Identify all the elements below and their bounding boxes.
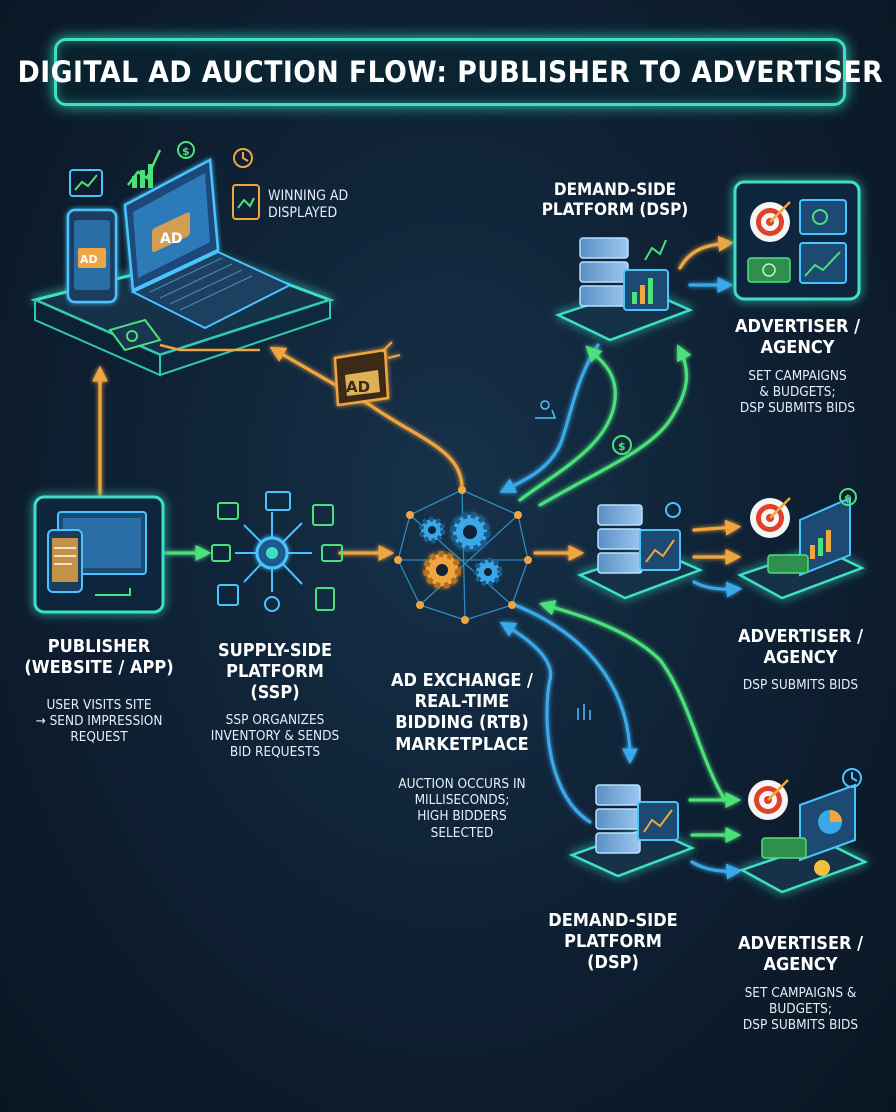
advertiser-top-description: SET CAMPAIGNS & BUDGETS; DSP SUBMITS BID… bbox=[715, 368, 880, 417]
advertiser-mid-line1: ADVERTISER / bbox=[737, 626, 864, 647]
ad-badge: AD bbox=[333, 341, 401, 407]
publisher-description: USER VISITS SITE → SEND IMPRESSION REQUE… bbox=[8, 697, 190, 746]
ssp-name-line3: (SSP) bbox=[250, 682, 300, 704]
arrow-exchange-to-display bbox=[269, 346, 464, 490]
screen-ad-label: AD bbox=[160, 231, 182, 247]
arrow-dsp-mid-to-adv-1 bbox=[692, 519, 742, 536]
dsp-bottom-name: DEMAND-SIDE PLATFORM (DSP) bbox=[548, 910, 678, 974]
arrow-dsp-mid-to-adv-3 bbox=[692, 580, 743, 598]
arrow-dsp-bottom-to-exchange bbox=[499, 621, 592, 824]
dsp-bottom-line2: PLATFORM bbox=[564, 931, 662, 953]
exchange-desc-line3: HIGH BIDDERS bbox=[417, 808, 507, 825]
exchange-name-line2: REAL-TIME bbox=[414, 691, 510, 713]
coin-icon: $ bbox=[612, 435, 632, 455]
advertiser-bottom-line1: ADVERTISER / bbox=[737, 933, 864, 954]
arrow-dsp-bottom-to-adv-3 bbox=[690, 860, 743, 880]
exchange-desc-line4: SELECTED bbox=[430, 824, 494, 841]
advertiser-bottom-desc-line3: DSP SUBMITS BIDS bbox=[742, 1017, 859, 1034]
publisher-name: PUBLISHER (WEBSITE / APP) bbox=[8, 636, 190, 678]
display-device-illustration: AD AD $ bbox=[30, 141, 335, 377]
bid-hand-icon bbox=[535, 400, 557, 419]
dsp-top-name: DEMAND-SIDE PLATFORM (DSP) bbox=[535, 180, 695, 220]
advertiser-top-desc-line1: SET CAMPAIGNS bbox=[748, 368, 847, 384]
svg-text:$: $ bbox=[618, 440, 626, 453]
winning-ad-line1: WINNING AD bbox=[268, 188, 349, 204]
exchange-name: AD EXCHANGE / REAL-TIME BIDDING (RTB) MA… bbox=[370, 670, 554, 755]
advertiser-top-desc-line3: DSP SUBMITS BIDS bbox=[739, 400, 856, 417]
arrow-dsp-top-loop-green bbox=[518, 345, 617, 502]
screen-ad-box bbox=[152, 212, 190, 253]
dsp-top-line1: DEMAND-SIDE bbox=[553, 180, 677, 200]
arrow-exchange-to-dsp-top-green bbox=[538, 344, 692, 507]
dsp-top-line2: PLATFORM (DSP) bbox=[541, 200, 689, 221]
ssp-description: SSP ORGANIZES INVENTORY & SENDS BID REQU… bbox=[190, 712, 360, 761]
advertiser-top-icon bbox=[733, 180, 861, 301]
advertiser-top-name: ADVERTISER / AGENCY bbox=[715, 316, 880, 358]
data-icon bbox=[577, 704, 591, 720]
advertiser-bottom-desc-line2: BUDGETS; bbox=[769, 1001, 832, 1018]
svg-text:$: $ bbox=[844, 492, 852, 505]
ssp-name-line2: PLATFORM bbox=[226, 661, 324, 683]
dsp-bottom-line3: (DSP) bbox=[587, 952, 639, 974]
dsp-server-bottom-icon bbox=[568, 784, 696, 878]
publisher-desc-line3: REQUEST bbox=[70, 729, 128, 746]
advertiser-bottom-icon bbox=[738, 768, 869, 894]
ssp-desc-line1: SSP ORGANIZES bbox=[225, 712, 325, 728]
ssp-hub-icon bbox=[211, 491, 343, 612]
svg-text:$: $ bbox=[182, 145, 190, 158]
advertiser-bottom-line2: AGENCY bbox=[763, 954, 838, 976]
flow-arrows bbox=[92, 235, 743, 880]
advertiser-bottom-description: SET CAMPAIGNS & BUDGETS; DSP SUBMITS BID… bbox=[718, 985, 883, 1034]
exchange-description: AUCTION OCCURS IN MILLISECONDS; HIGH BID… bbox=[370, 776, 554, 841]
winning-ad-caption: WINNING AD DISPLAYED bbox=[268, 188, 348, 222]
dsp-server-mid-icon bbox=[576, 502, 704, 600]
publisher-name-line2: (WEBSITE / APP) bbox=[24, 657, 174, 679]
exchange-name-line3: BIDDING (RTB) bbox=[395, 712, 529, 734]
advertiser-top-line2: AGENCY bbox=[760, 337, 835, 359]
advertiser-bottom-desc-line1: SET CAMPAIGNS & bbox=[744, 985, 857, 1001]
arrow-exchange-to-dsp-bottom bbox=[513, 603, 638, 765]
arrow-dsp-top-to-exchange-blue bbox=[499, 343, 600, 493]
ssp-desc-line3: BID REQUESTS bbox=[229, 744, 321, 761]
arrow-adv-to-exchange-green bbox=[538, 599, 727, 802]
advertiser-bottom-name: ADVERTISER / AGENCY bbox=[718, 933, 883, 975]
advertiser-top-desc-line2: & BUDGETS; bbox=[759, 384, 836, 401]
publisher-name-line1: PUBLISHER bbox=[47, 636, 151, 657]
diagram-title: DIGITAL AD AUCTION FLOW: PUBLISHER TO AD… bbox=[17, 55, 883, 89]
ssp-name-line1: SUPPLY-SIDE bbox=[217, 640, 333, 661]
ssp-desc-line2: INVENTORY & SENDS bbox=[210, 728, 340, 745]
exchange-name-line1: AD EXCHANGE / bbox=[391, 670, 533, 691]
winning-ad-line2: DISPLAYED bbox=[268, 204, 338, 221]
ad-exchange-icon bbox=[394, 486, 532, 624]
advertiser-top-line1: ADVERTISER / bbox=[734, 316, 861, 337]
publisher-desc-line2: → SEND IMPRESSION bbox=[35, 713, 163, 730]
dsp-bottom-line1: DEMAND-SIDE bbox=[548, 910, 678, 931]
advertiser-mid-line2: AGENCY bbox=[763, 647, 838, 669]
title-banner: DIGITAL AD AUCTION FLOW: PUBLISHER TO AD… bbox=[17, 38, 882, 106]
phone-ad-label: AD bbox=[80, 253, 98, 266]
advertiser-mid-name: ADVERTISER / AGENCY bbox=[718, 626, 883, 668]
exchange-desc-line2: MILLISECONDS; bbox=[414, 792, 510, 809]
exchange-name-line4: MARKETPLACE bbox=[395, 733, 529, 755]
ad-badge-label: AD bbox=[346, 378, 370, 396]
advertiser-mid-description: DSP SUBMITS BIDS bbox=[718, 677, 883, 693]
advertiser-mid-icon: $ bbox=[736, 488, 866, 600]
ssp-name: SUPPLY-SIDE PLATFORM (SSP) bbox=[190, 640, 360, 704]
advertiser-mid-desc-line1: DSP SUBMITS BIDS bbox=[742, 677, 859, 693]
exchange-desc-line1: AUCTION OCCURS IN bbox=[398, 776, 526, 792]
dsp-server-top-icon bbox=[554, 237, 694, 342]
arrow-dsp-top-to-adv-orange bbox=[678, 235, 735, 270]
publisher-desc-line1: USER VISITS SITE bbox=[46, 697, 152, 713]
publisher-icon bbox=[33, 495, 165, 614]
